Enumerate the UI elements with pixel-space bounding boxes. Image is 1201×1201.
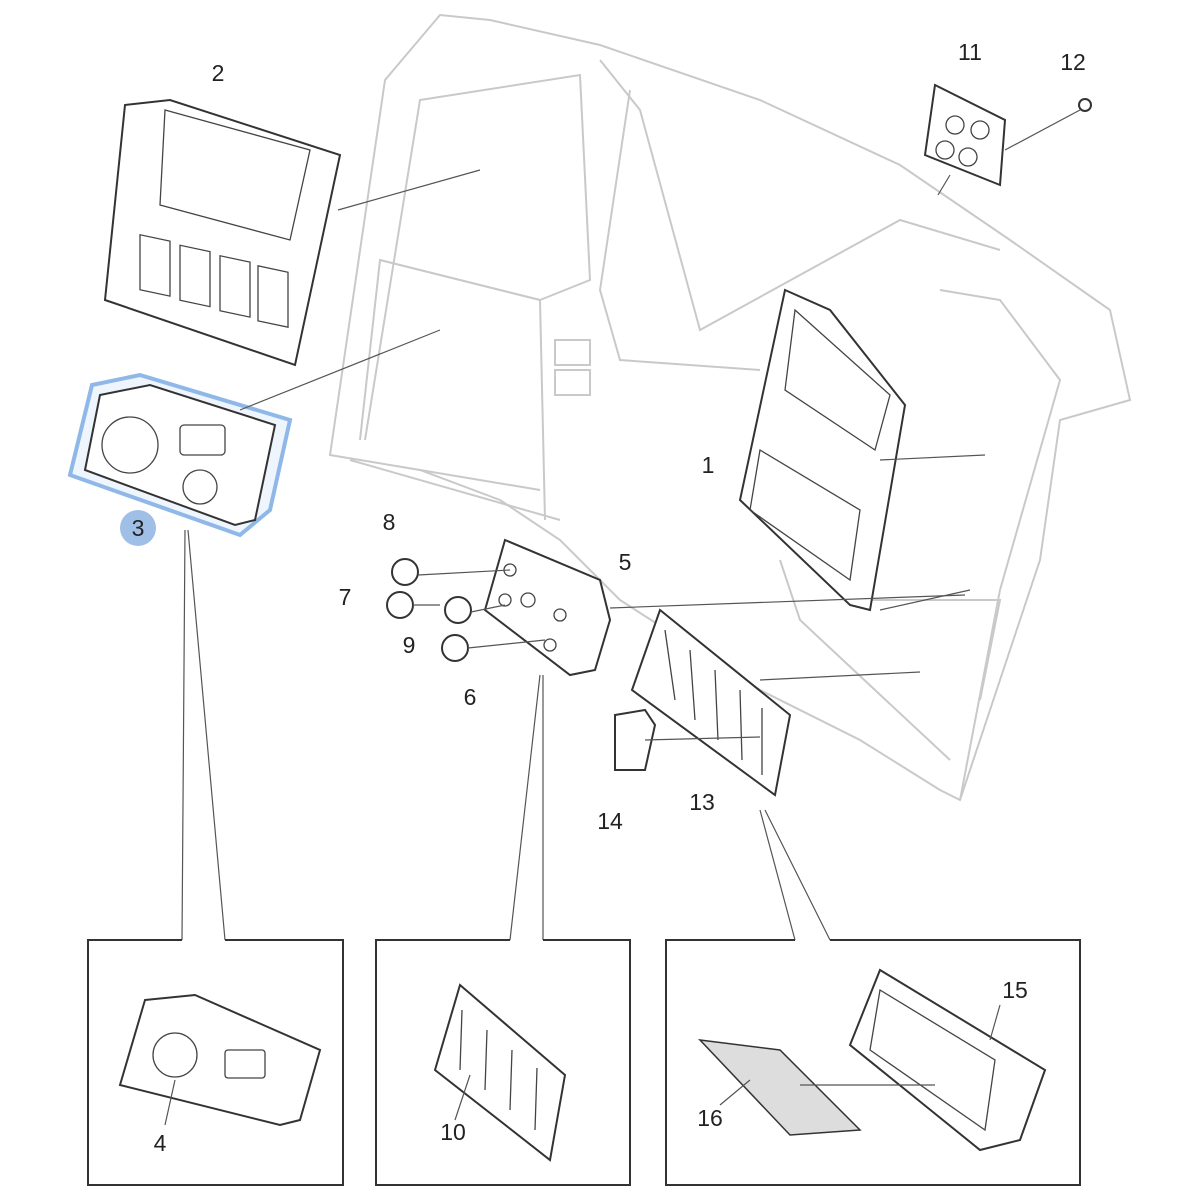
part-2-switch-bezel[interactable] [103,98,481,367]
callout-15[interactable]: 15 [1002,977,1028,1003]
callout-1[interactable]: 1 [702,452,715,478]
part-1-switch-bezel[interactable] [738,288,986,612]
callout-14[interactable]: 14 [597,808,623,834]
dashboard-frame [328,13,1132,802]
callout-8[interactable]: 8 [383,509,396,535]
detail-box-15-16 [665,939,1081,1186]
part-3-light-switch-selected[interactable] [67,329,441,941]
part-12-screw[interactable] [1004,98,1092,151]
callout-3[interactable]: 3 [132,515,145,541]
callout-5[interactable]: 5 [619,549,632,575]
callout-11[interactable]: 11 [958,39,982,65]
callout-9[interactable]: 9 [403,632,416,658]
callout-labels: 1 2 3 4 5 6 7 8 9 10 11 12 13 14 15 16 [120,39,1086,1156]
callout-7[interactable]: 7 [339,584,352,610]
callout-6[interactable]: 6 [464,684,477,710]
callout-12[interactable]: 12 [1060,49,1086,75]
knobs-6-to-9[interactable] [386,558,546,662]
callout-13[interactable]: 13 [689,789,715,815]
callout-10[interactable]: 10 [440,1119,466,1145]
selected-callout-marker[interactable] [120,510,156,546]
detail-box-4 [87,939,344,1186]
callout-16[interactable]: 16 [697,1105,723,1131]
detail-box-10 [375,939,631,1186]
callout-4[interactable]: 4 [154,1130,167,1156]
part-13-blank-panel[interactable] [630,608,921,941]
part-14-blank-switch[interactable] [614,708,761,771]
callout-2[interactable]: 2 [212,60,225,86]
part-11-mirror-switch[interactable] [923,83,1007,196]
